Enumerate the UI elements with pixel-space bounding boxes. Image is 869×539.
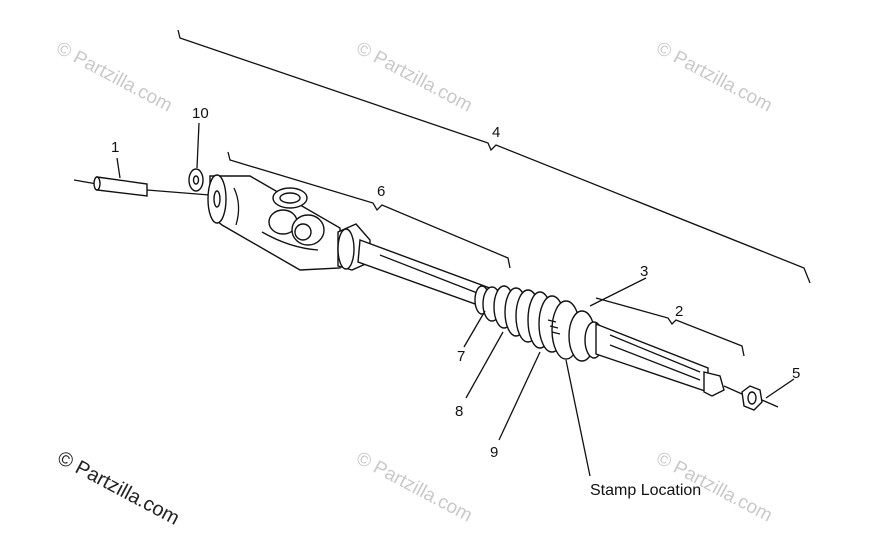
- callout-9: 9: [490, 444, 498, 461]
- bracket-shaft: [227, 151, 511, 269]
- callout-4: 4: [492, 124, 500, 141]
- watermark-main: © Partzilla.com: [54, 447, 183, 530]
- stub-shaft: [595, 322, 743, 397]
- shaft-tube: [337, 223, 496, 311]
- pin-part: [73, 176, 223, 197]
- stamp-location-label: Stamp Location: [590, 482, 701, 499]
- cv-boot: [474, 285, 604, 362]
- leader-lines: [116, 122, 795, 477]
- callout-6: 6: [377, 183, 385, 200]
- castle-nut: [741, 385, 779, 411]
- bracket-assembly: [177, 29, 811, 284]
- callout-1: 1: [111, 139, 119, 156]
- callout-3: 3: [640, 263, 648, 280]
- callout-7: 7: [457, 348, 465, 365]
- callout-labels: 1 10 4 6 3 2 5 7 8 9 Stamp Location: [111, 105, 800, 499]
- watermark-faint-4: © Partzilla.com: [353, 448, 476, 527]
- callout-2: 2: [675, 303, 683, 320]
- u-joint-yoke: [207, 174, 341, 271]
- callout-10: 10: [192, 105, 209, 122]
- watermark-faint-1: © Partzilla.com: [53, 38, 176, 117]
- watermark-faint-2: © Partzilla.com: [353, 38, 476, 117]
- washer-part: [188, 168, 204, 192]
- callout-8: 8: [455, 403, 463, 420]
- bracket-stub-shaft: [595, 297, 745, 357]
- callout-5: 5: [792, 365, 800, 382]
- watermark-faint-3: © Partzilla.com: [653, 38, 776, 117]
